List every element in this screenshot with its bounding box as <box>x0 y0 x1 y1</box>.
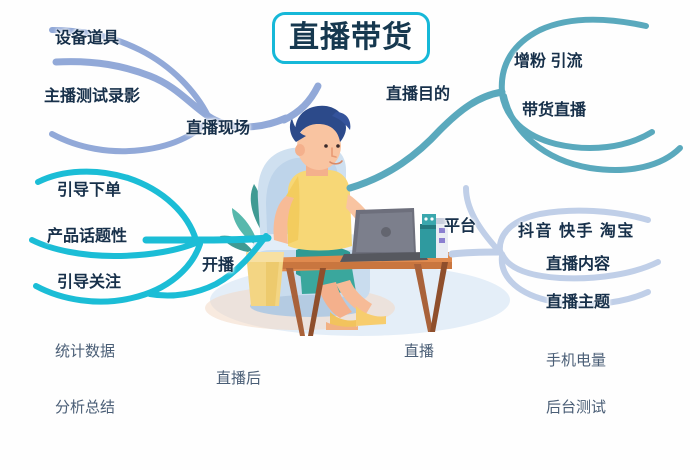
leaf-label-selling-livestream[interactable]: 带货直播 <box>522 102 587 119</box>
stage-label-top-right[interactable]: 直播目的 <box>386 86 451 103</box>
branch-bottom-right <box>448 185 661 308</box>
center-node-label: 直播带货 <box>289 21 413 54</box>
stage-label-bottom-left[interactable]: 开播 <box>202 257 235 274</box>
leaf-label-host-test-recording[interactable]: 主播测试录影 <box>44 88 141 105</box>
footer-label-phone-battery[interactable]: 手机电量 <box>546 352 607 369</box>
footer-label-after-livestream[interactable]: 直播后 <box>216 370 262 387</box>
leaf-label-guide-order[interactable]: 引导下单 <box>57 182 122 199</box>
center-node[interactable]: 直播带货 <box>272 12 430 64</box>
leaf-label-livestream-theme[interactable]: 直播主题 <box>546 294 611 311</box>
leaf-label-product-topicality[interactable]: 产品话题性 <box>47 228 128 245</box>
stage-label-bottom-right[interactable]: 平台 <box>444 218 477 235</box>
footer-label-livestream[interactable]: 直播 <box>404 343 435 360</box>
leaf-label-guide-follow[interactable]: 引导关注 <box>57 274 122 291</box>
leaf-label-gain-fans-traffic[interactable]: 增粉 引流 <box>514 53 583 70</box>
leaf-label-platforms[interactable]: 抖音 快手 淘宝 <box>518 223 635 240</box>
footer-label-analysis-summary[interactable]: 分析总结 <box>55 399 116 416</box>
footer-label-statistics[interactable]: 统计数据 <box>55 343 116 360</box>
leaf-label-equipment-props[interactable]: 设备道具 <box>55 30 120 47</box>
stage-label-top-left[interactable]: 直播现场 <box>186 120 251 137</box>
leaf-label-livestream-content[interactable]: 直播内容 <box>546 256 611 273</box>
footer-label-backend-test[interactable]: 后台测试 <box>546 399 607 416</box>
plant-leaves <box>220 184 292 252</box>
